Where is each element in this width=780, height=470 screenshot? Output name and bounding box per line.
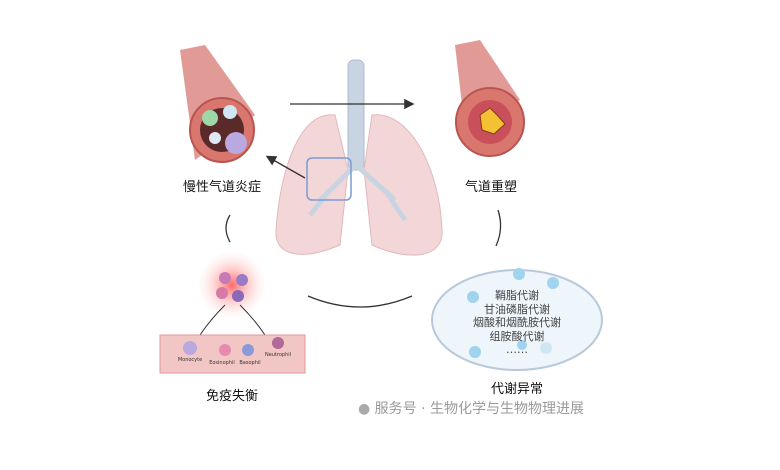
wechat-icon: ● xyxy=(358,401,371,417)
immune-cells-illustration xyxy=(159,250,306,374)
cell-label: Basophil xyxy=(239,360,261,366)
zoom-box xyxy=(306,157,352,201)
lungs-illustration xyxy=(275,59,443,256)
arrow-left xyxy=(265,155,306,179)
metabolism-item: 甘油磷脂代谢 xyxy=(484,302,550,316)
cycle-arc xyxy=(225,214,231,243)
cell-label: Monocyte xyxy=(177,357,203,363)
metabolism-item: …… xyxy=(506,343,528,356)
label-remodeling: 气道重塑 xyxy=(464,180,518,195)
watermark: ● 服务号 · 生物化学与生物物理进展 xyxy=(358,401,585,417)
label-metabolic: 代谢异常 xyxy=(490,382,544,397)
cycle-arc xyxy=(495,209,502,247)
remodeled-airway-illustration xyxy=(455,40,525,157)
cell-label: Neutrophil xyxy=(264,352,292,358)
label-inflammation: 慢性气道炎症 xyxy=(182,180,262,195)
inflamed-airway-illustration xyxy=(180,45,255,163)
metabolite-ellipse xyxy=(431,268,603,371)
label-immune: 免疫失衡 xyxy=(205,389,259,404)
metabolism-item: 烟酸和烟酰胺代谢 xyxy=(473,316,561,329)
metabolism-item: 组胺酸代谢 xyxy=(489,329,545,343)
cycle-arc xyxy=(307,295,413,308)
metabolism-item: 鞘脂代谢 xyxy=(495,289,539,302)
metabolism-list: 鞘脂代谢 甘油磷脂代谢 烟酸和烟酰胺代谢 组胺酸代谢 …… xyxy=(473,289,561,357)
cell-label: Eosinophil xyxy=(209,360,235,366)
